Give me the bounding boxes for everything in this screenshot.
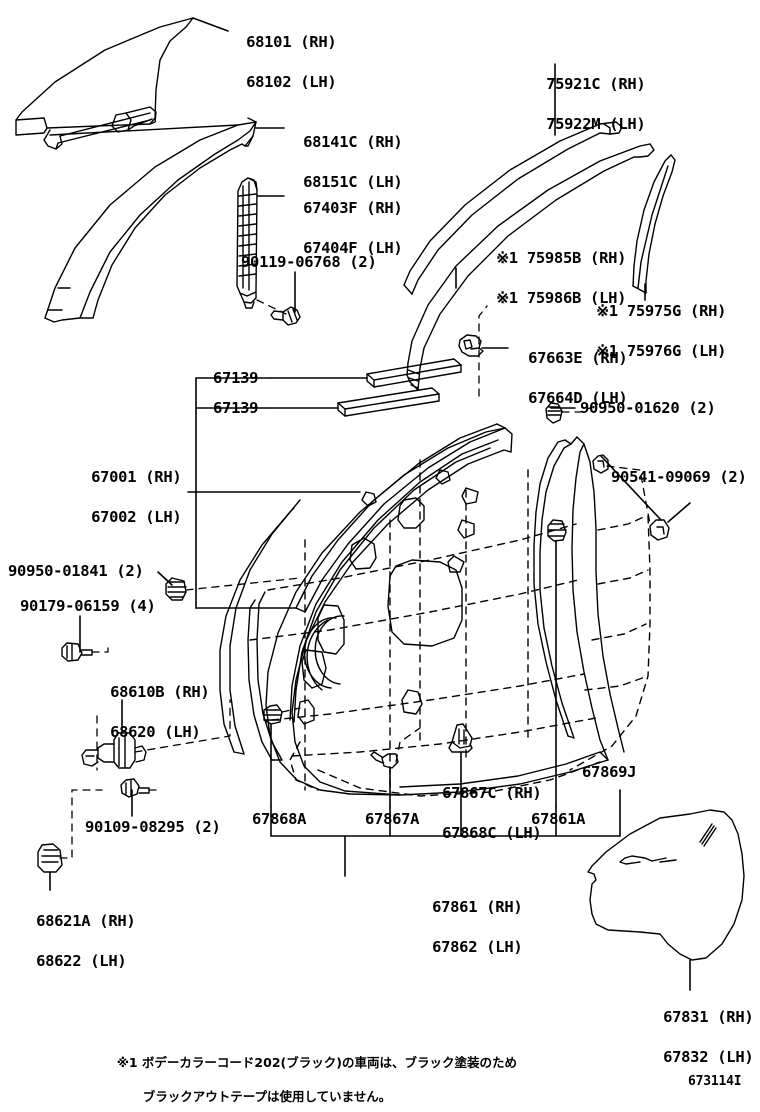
label-check-assy: 68610B (RH) 68620 (LH) bbox=[92, 662, 210, 742]
diagram-code: 673114I bbox=[688, 1074, 742, 1089]
label-blackout-tape-rear-rh: ※1 75975G (RH) bbox=[596, 302, 727, 320]
cover-67663-shape bbox=[458, 334, 484, 357]
glass-run-channel-shape bbox=[44, 117, 257, 323]
clip-67867a-shape bbox=[370, 751, 399, 769]
label-blackout-tape-rear: ※1 75975G (RH) ※1 75976G (LH) bbox=[578, 281, 726, 361]
label-door-glass-rh: 68101 (RH) bbox=[246, 33, 337, 51]
label-door-panel-rh: 67001 (RH) bbox=[91, 468, 182, 486]
label-clip-90950-01841: 90950-01841 (2) bbox=[8, 562, 144, 580]
label-seal-67867c-lh: 67868C (LH) bbox=[442, 824, 542, 842]
door-panel-shape bbox=[219, 423, 651, 797]
nut-90541-09069-b-shape bbox=[649, 519, 670, 541]
clip-90950-01620-shape bbox=[545, 402, 563, 424]
screw-90119-shape bbox=[270, 306, 301, 326]
label-door-glass-lh: 68102 (LH) bbox=[246, 73, 337, 91]
label-division-bar: 67403F (RH) 67404F (LH) bbox=[285, 178, 403, 258]
label-cover-67663-lh: 67664D (LH) bbox=[528, 389, 628, 407]
label-check-assy-rh: 68610B (RH) bbox=[110, 683, 210, 701]
label-screw-90119: 90119-06768 (2) bbox=[241, 253, 377, 271]
bracket-67001 bbox=[187, 377, 361, 609]
label-clip-90950-01620: 90950-01620 (2) bbox=[580, 399, 716, 417]
label-retainer-67139-a: 67139 bbox=[213, 369, 259, 387]
label-silencer: 67831 (RH) 67832 (LH) bbox=[645, 987, 754, 1067]
label-blackout-tape-upper-rh: ※1 75985B (RH) bbox=[496, 249, 627, 267]
clip-67868a-shape bbox=[263, 704, 283, 725]
label-blackout-tape-rear-lh: ※1 75976G (LH) bbox=[596, 342, 727, 360]
label-blackout-tape-upper-lh: ※1 75986B (LH) bbox=[496, 289, 627, 307]
label-service-hole-cover-rh: 67861 (RH) bbox=[432, 898, 523, 916]
footnote-line-1: ※1 ボデーカラーコード202(ブラック)の車両は、ブラック塗装のため bbox=[116, 1055, 517, 1070]
label-check-cover-lh: 68622 (LH) bbox=[36, 952, 127, 970]
label-belt-moulding-rh: 75921C (RH) bbox=[546, 75, 646, 93]
label-glass-run-rh: 68141C (RH) bbox=[303, 133, 403, 151]
belt-moulding-shape bbox=[403, 121, 623, 295]
bracket-67861 bbox=[270, 781, 621, 877]
nut-90541-09069-a-shape bbox=[592, 454, 609, 474]
label-belt-moulding-lh: 75922M (LH) bbox=[546, 115, 646, 133]
label-seal-67867c: 67867C (RH) 67868C (LH) bbox=[424, 763, 542, 843]
label-bolt-90179-06159: 90179-06159 (4) bbox=[20, 597, 156, 615]
blackout-tape-upper-shape bbox=[406, 143, 655, 391]
label-door-panel-lh: 67002 (LH) bbox=[91, 508, 182, 526]
blackout-tape-rear-shape bbox=[632, 154, 676, 294]
label-cover-67663-rh: 67663E (RH) bbox=[528, 349, 628, 367]
label-service-hole-cover-lh: 67862 (LH) bbox=[432, 938, 523, 956]
label-check-cover-rh: 68621A (RH) bbox=[36, 912, 136, 930]
label-clip-67867a: 67867A bbox=[365, 810, 420, 828]
retainer-67139-b-shape bbox=[337, 387, 440, 417]
label-service-hole-cover: 67861 (RH) 67862 (LH) bbox=[414, 877, 523, 957]
bolt-90109-08295-shape bbox=[120, 778, 150, 798]
label-retainer-67139-b: 67139 bbox=[213, 399, 259, 417]
check-cover-shape bbox=[37, 843, 63, 873]
retainer-67139-a-shape bbox=[366, 358, 462, 388]
label-division-bar-lh: 67404F (LH) bbox=[303, 239, 403, 257]
label-seal-67867c-rh: 67867C (RH) bbox=[442, 784, 542, 802]
clip-67867c-shape bbox=[448, 723, 473, 753]
label-glass-run-lh: 68151C (LH) bbox=[303, 173, 403, 191]
door-glass-shape bbox=[15, 17, 194, 150]
label-clip-67868a: 67868A bbox=[252, 810, 307, 828]
label-nut-90541-09069: 90541-09069 (2) bbox=[611, 468, 747, 486]
label-blackout-tape-upper: ※1 75985B (RH) ※1 75986B (LH) bbox=[478, 228, 626, 308]
door-check-assy-shape bbox=[81, 732, 147, 769]
label-clip-67861a: 67861A bbox=[531, 810, 586, 828]
clip-90950-01841-shape bbox=[165, 577, 187, 601]
silencer-shape bbox=[587, 809, 745, 961]
label-cover-67663: 67663E (RH) 67664D (LH) bbox=[510, 328, 628, 408]
label-door-panel: 67001 (RH) 67002 (LH) bbox=[73, 447, 182, 527]
label-check-cover: 68621A (RH) 68622 (LH) bbox=[18, 891, 136, 971]
label-silencer-lh: 67832 (LH) bbox=[663, 1048, 754, 1066]
label-door-glass: 68101 (RH) 68102 (LH) bbox=[228, 12, 337, 92]
footnote-line-2: ブラックアウトテープは使用していません。 bbox=[142, 1089, 392, 1104]
assembly-dashed-lines bbox=[59, 299, 651, 859]
label-belt-moulding: 75921C (RH) 75922M (LH) bbox=[528, 54, 646, 134]
label-glass-run: 68141C (RH) 68151C (LH) bbox=[285, 112, 403, 192]
bolt-90179-06159-shape bbox=[61, 642, 93, 662]
division-bar-shape bbox=[236, 177, 258, 309]
clip-67861a-shape bbox=[547, 519, 567, 542]
label-division-bar-rh: 67403F (RH) bbox=[303, 199, 403, 217]
label-silencer-rh: 67831 (RH) bbox=[663, 1008, 754, 1026]
label-bolt-90109-08295: 90109-08295 (2) bbox=[85, 818, 221, 836]
footnote-blackout-tape: ※1 ボデーカラーコード202(ブラック)の車両は、ブラック塗装のため ブラック… bbox=[108, 1037, 517, 1105]
leader-lines bbox=[49, 17, 691, 991]
label-check-assy-lh: 68620 (LH) bbox=[110, 723, 201, 741]
label-clip-67869j: 67869J bbox=[582, 763, 637, 781]
